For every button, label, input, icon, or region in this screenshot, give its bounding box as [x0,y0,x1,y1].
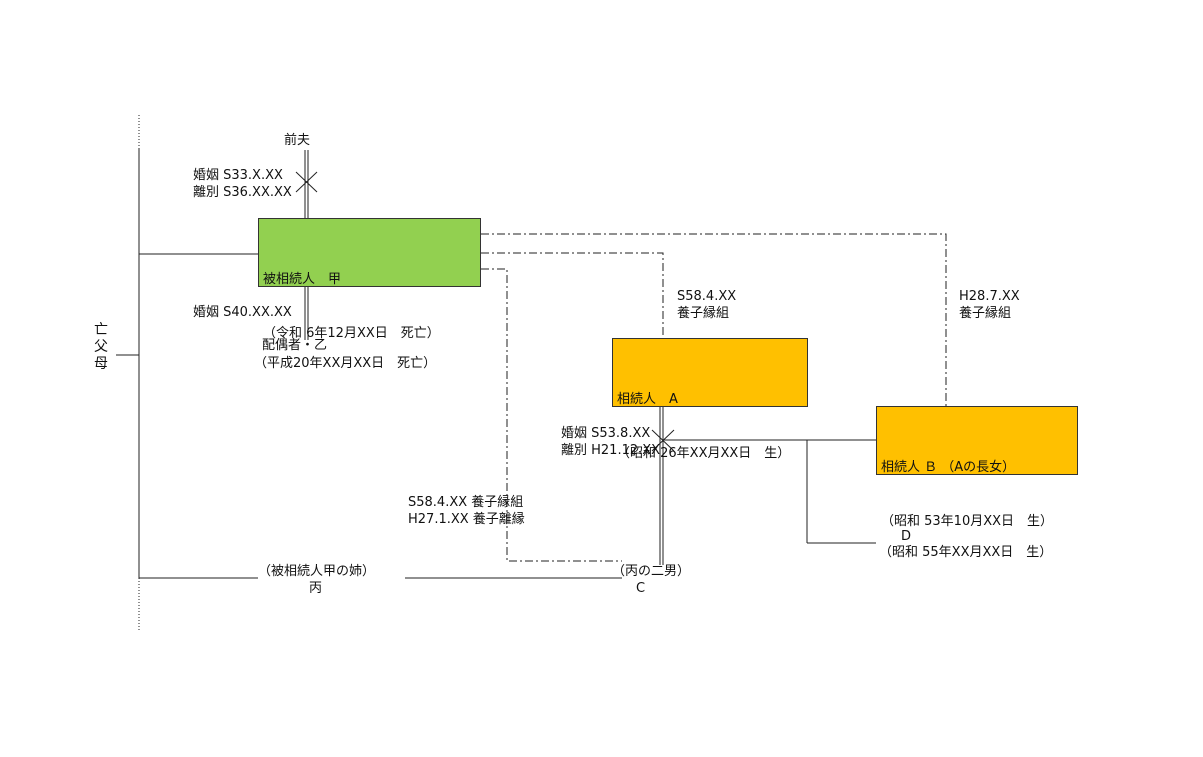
adoption-a-label: 養子縁組 [677,306,730,321]
sister-relation: （被相続人甲の姉） [258,564,376,579]
heir-b-box: 相続人 Ｂ （Aの長女） （昭和 53年10月XX日 生） [876,406,1078,529]
decedent-box: 被相続人 甲 （令和 6年12月XX日 死亡） [258,218,481,341]
adoption-b-label: 養子縁組 [959,306,1012,321]
adoption-c-line [481,268,622,562]
adoption-a-date: S58.4.XX [677,289,737,304]
former-husband-label: 前夫 [284,133,311,148]
parents-char-3: 母 [94,356,108,372]
adoption-a-line [481,252,664,338]
adoption-c-dissolved-date: H27.1.XX 養子離縁 [408,512,525,527]
a-marriage-date: 婚姻 S53.8.XX [561,426,651,441]
spouse-death-date: （平成20年XX月XX日 死亡） [254,356,437,371]
deceased-parents-label: 亡 父 母 [93,322,109,373]
c-relation: （丙の二男） [612,564,691,579]
decedent-name: 被相続人 甲 [263,272,342,287]
adoption-c-date: S58.4.XX 養子縁組 [408,495,524,510]
heir-a-box: 相続人 A （昭和 26年XX月XX日 生） [612,338,808,461]
adoption-b-date: H28.7.XX [959,289,1020,304]
a-divorce-date: 離別 H21.12.XX [561,443,661,458]
parents-char-1: 亡 [94,322,108,338]
heir-a-birth-date: （昭和 26年XX月XX日 生） [617,446,791,461]
c-name: C [636,581,646,596]
spouse-name: 配偶者・乙 [262,338,328,353]
adoption-b-line [481,233,947,406]
d-name: D [901,529,912,544]
second-marriage-date: 婚姻 S40.XX.XX [193,305,292,320]
first-marriage-date: 婚姻 S33.X.XX [193,168,283,183]
decedent-death-date: （令和 6年12月XX日 死亡） [263,326,440,341]
parents-char-2: 父 [94,339,108,355]
heir-b-birth-date: （昭和 53年10月XX日 生） [881,514,1054,529]
heir-b-name: 相続人 Ｂ （Aの長女） [881,460,1016,475]
first-divorce-date: 離別 S36.XX.XX [193,185,292,200]
heir-a-name: 相続人 A [617,392,678,407]
d-birth-date: （昭和 55年XX月XX日 生） [879,545,1053,560]
sister-name: 丙 [309,581,323,596]
